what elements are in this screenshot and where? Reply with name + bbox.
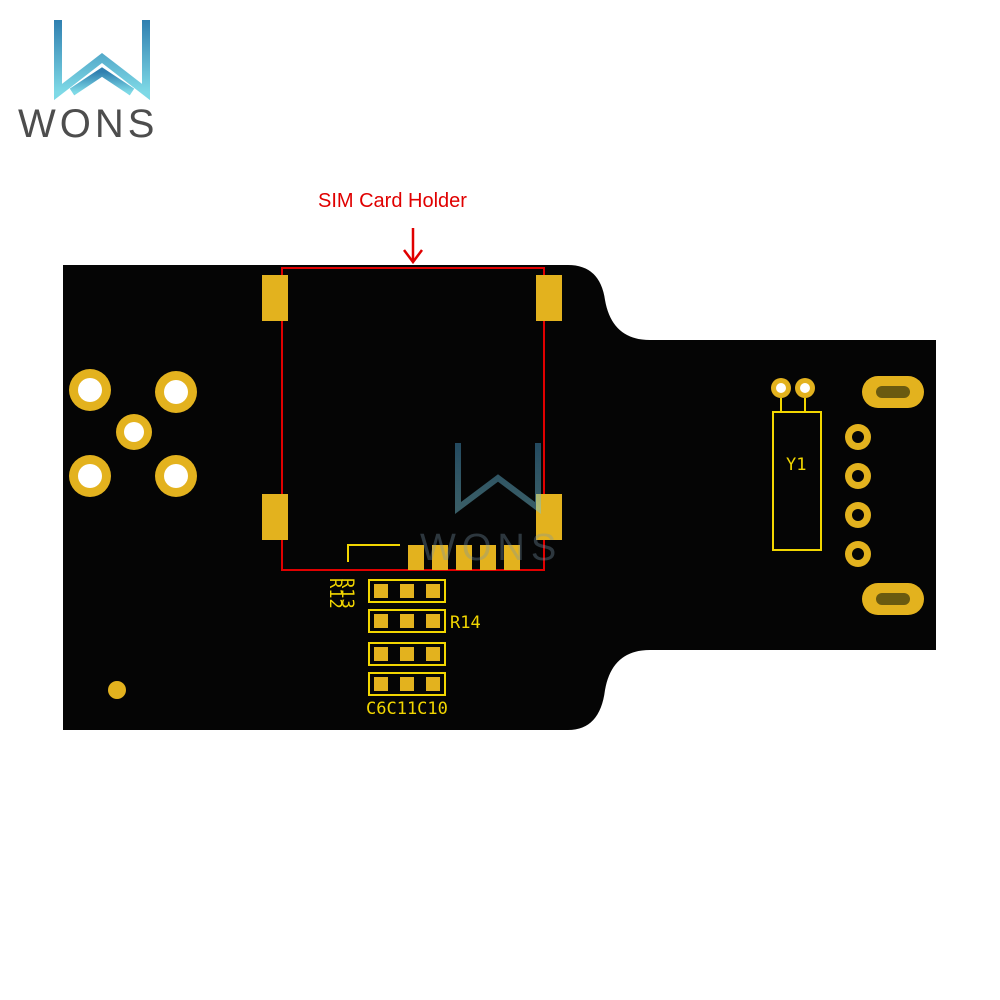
- pad: [536, 275, 562, 321]
- pad: [432, 545, 448, 570]
- pad: [262, 275, 288, 321]
- silk-line: [347, 544, 400, 562]
- fiducial: [108, 681, 126, 699]
- brand-name: WONS: [18, 102, 159, 146]
- silk-label-y1: Y1: [786, 455, 806, 475]
- silk-label-caps: C6C11C10: [366, 699, 448, 719]
- smd-component-pads: [368, 579, 446, 696]
- pad: [408, 545, 424, 570]
- wons-logo: [54, 20, 150, 101]
- pad: [262, 494, 288, 540]
- pad: [480, 545, 496, 570]
- pad: [504, 545, 520, 570]
- silk-label-r12: R12: [325, 578, 345, 609]
- logo-w-mark: [54, 20, 150, 101]
- watermark-text: WONS: [420, 527, 562, 569]
- watermark-logo: [455, 443, 541, 514]
- callout-arrow: [403, 228, 423, 265]
- sim-card-holder-label: SIM Card Holder: [318, 190, 467, 212]
- crystal-y1: [771, 378, 822, 551]
- pad: [456, 545, 472, 570]
- sim-holder-pads: [262, 275, 562, 540]
- pcb-outline: [63, 265, 936, 730]
- sim-contact-fingers: [408, 545, 520, 570]
- silk-label-r13: R13: [337, 578, 357, 609]
- silk-label-r14: R14: [450, 613, 481, 633]
- connector-pads: [845, 376, 924, 615]
